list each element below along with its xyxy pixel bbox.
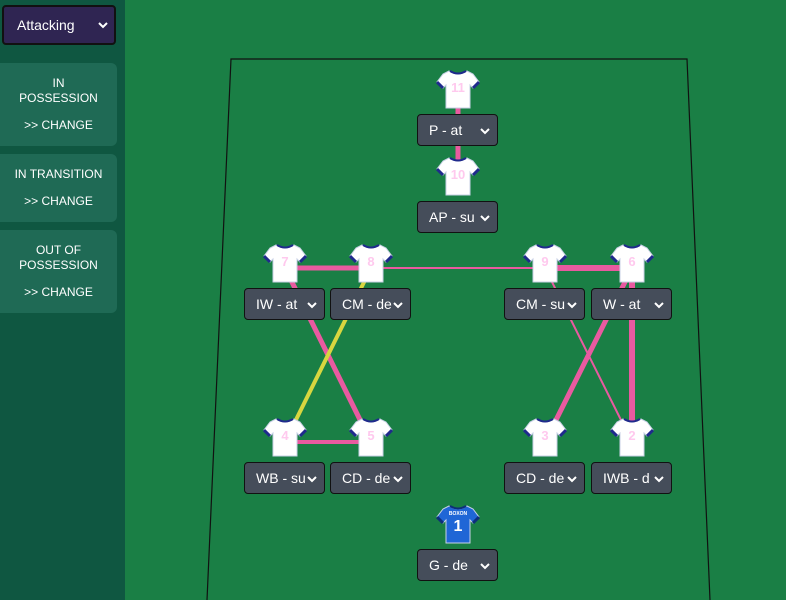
player-3-role-dropdown[interactable]: CD - de <box>504 462 585 494</box>
chevron-down-icon <box>654 300 664 310</box>
chevron-down-icon <box>393 474 403 484</box>
chevron-down-icon <box>567 474 577 484</box>
role-label: CM - su <box>516 296 565 312</box>
shirt-number: 5 <box>367 428 375 443</box>
shirt-sponsor-text: BOXON <box>448 511 468 517</box>
shirt-number: 10 <box>450 167 466 182</box>
role-label: AP - su <box>429 209 475 225</box>
chevron-down-icon <box>393 300 403 310</box>
shirt-number: 3 <box>541 428 549 443</box>
player-10-role-dropdown[interactable]: AP - su <box>417 201 498 233</box>
sidebar: Attacking IN POSSESSION >> CHANGE IN TRA… <box>0 0 125 600</box>
shirt-icon[interactable]: 3 <box>522 416 568 458</box>
phase-card-out-of-possession: OUT OF POSSESSION >> CHANGE <box>0 230 117 313</box>
player-links <box>282 91 635 445</box>
shirt-icon[interactable]: 11 <box>435 68 481 110</box>
phase-card-in-possession: IN POSSESSION >> CHANGE <box>0 63 117 146</box>
shirt-icon[interactable]: 4 <box>262 416 308 458</box>
role-label: G - de <box>429 557 468 573</box>
shirt-icon[interactable]: 8 <box>348 242 394 284</box>
player-6-role-dropdown[interactable]: W - at <box>591 288 672 320</box>
role-label: IW - at <box>256 296 298 312</box>
mentality-dropdown[interactable]: Attacking <box>2 5 116 45</box>
change-button[interactable]: >> CHANGE <box>24 194 93 208</box>
change-button[interactable]: >> CHANGE <box>24 285 93 299</box>
chevron-down-icon <box>98 22 108 29</box>
shirt-icon[interactable]: 6 <box>609 242 655 284</box>
chevron-down-icon <box>480 126 490 136</box>
shirt-number: 2 <box>628 428 636 443</box>
player-8-role-dropdown[interactable]: CM - de <box>330 288 411 320</box>
role-label: IWB - d <box>603 470 650 486</box>
role-label: P - at <box>429 122 463 138</box>
role-label: CD - de <box>342 470 391 486</box>
shirt-icon[interactable]: 7 <box>262 242 308 284</box>
shirt-number: 9 <box>541 254 549 269</box>
chevron-down-icon <box>567 300 577 310</box>
role-label: W - at <box>603 296 641 312</box>
goalkeeper-role-dropdown[interactable]: G - de <box>417 549 498 581</box>
role-label: CM - de <box>342 296 392 312</box>
player-9-role-dropdown[interactable]: CM - su <box>504 288 585 320</box>
shirt-number: 4 <box>281 428 289 443</box>
role-label: WB - su <box>256 470 306 486</box>
shirt-number: 8 <box>367 254 375 269</box>
chevron-down-icon <box>307 474 317 484</box>
player-11-role-dropdown[interactable]: P - at <box>417 114 498 146</box>
shirt-icon[interactable]: 10 <box>435 155 481 197</box>
shirt-number: 11 <box>451 80 465 95</box>
phase-title: IN POSSESSION <box>19 76 98 105</box>
shirt-icon[interactable]: 5 <box>348 416 394 458</box>
player-7-role-dropdown[interactable]: IW - at <box>244 288 325 320</box>
shirt-number: 6 <box>628 254 636 269</box>
chevron-down-icon <box>654 474 664 484</box>
chevron-down-icon <box>480 561 490 571</box>
shirt-icon[interactable]: 2 <box>609 416 655 458</box>
player-5-role-dropdown[interactable]: CD - de <box>330 462 411 494</box>
chevron-down-icon <box>480 213 490 223</box>
phase-title: IN TRANSITION <box>14 167 103 181</box>
pitch-outline <box>206 58 711 600</box>
phase-title: OUT OF POSSESSION <box>19 243 98 272</box>
change-button[interactable]: >> CHANGE <box>24 118 93 132</box>
shirt-icon[interactable]: 9 <box>522 242 568 284</box>
role-label: CD - de <box>516 470 565 486</box>
shirt-number: 1 <box>453 518 463 535</box>
player-2-role-dropdown[interactable]: IWB - d <box>591 462 672 494</box>
chevron-down-icon <box>307 300 317 310</box>
mentality-value: Attacking <box>17 17 75 33</box>
player-4-role-dropdown[interactable]: WB - su <box>244 462 325 494</box>
shirt-number: 7 <box>281 254 289 269</box>
phase-card-in-transition: IN TRANSITION >> CHANGE <box>0 154 117 222</box>
